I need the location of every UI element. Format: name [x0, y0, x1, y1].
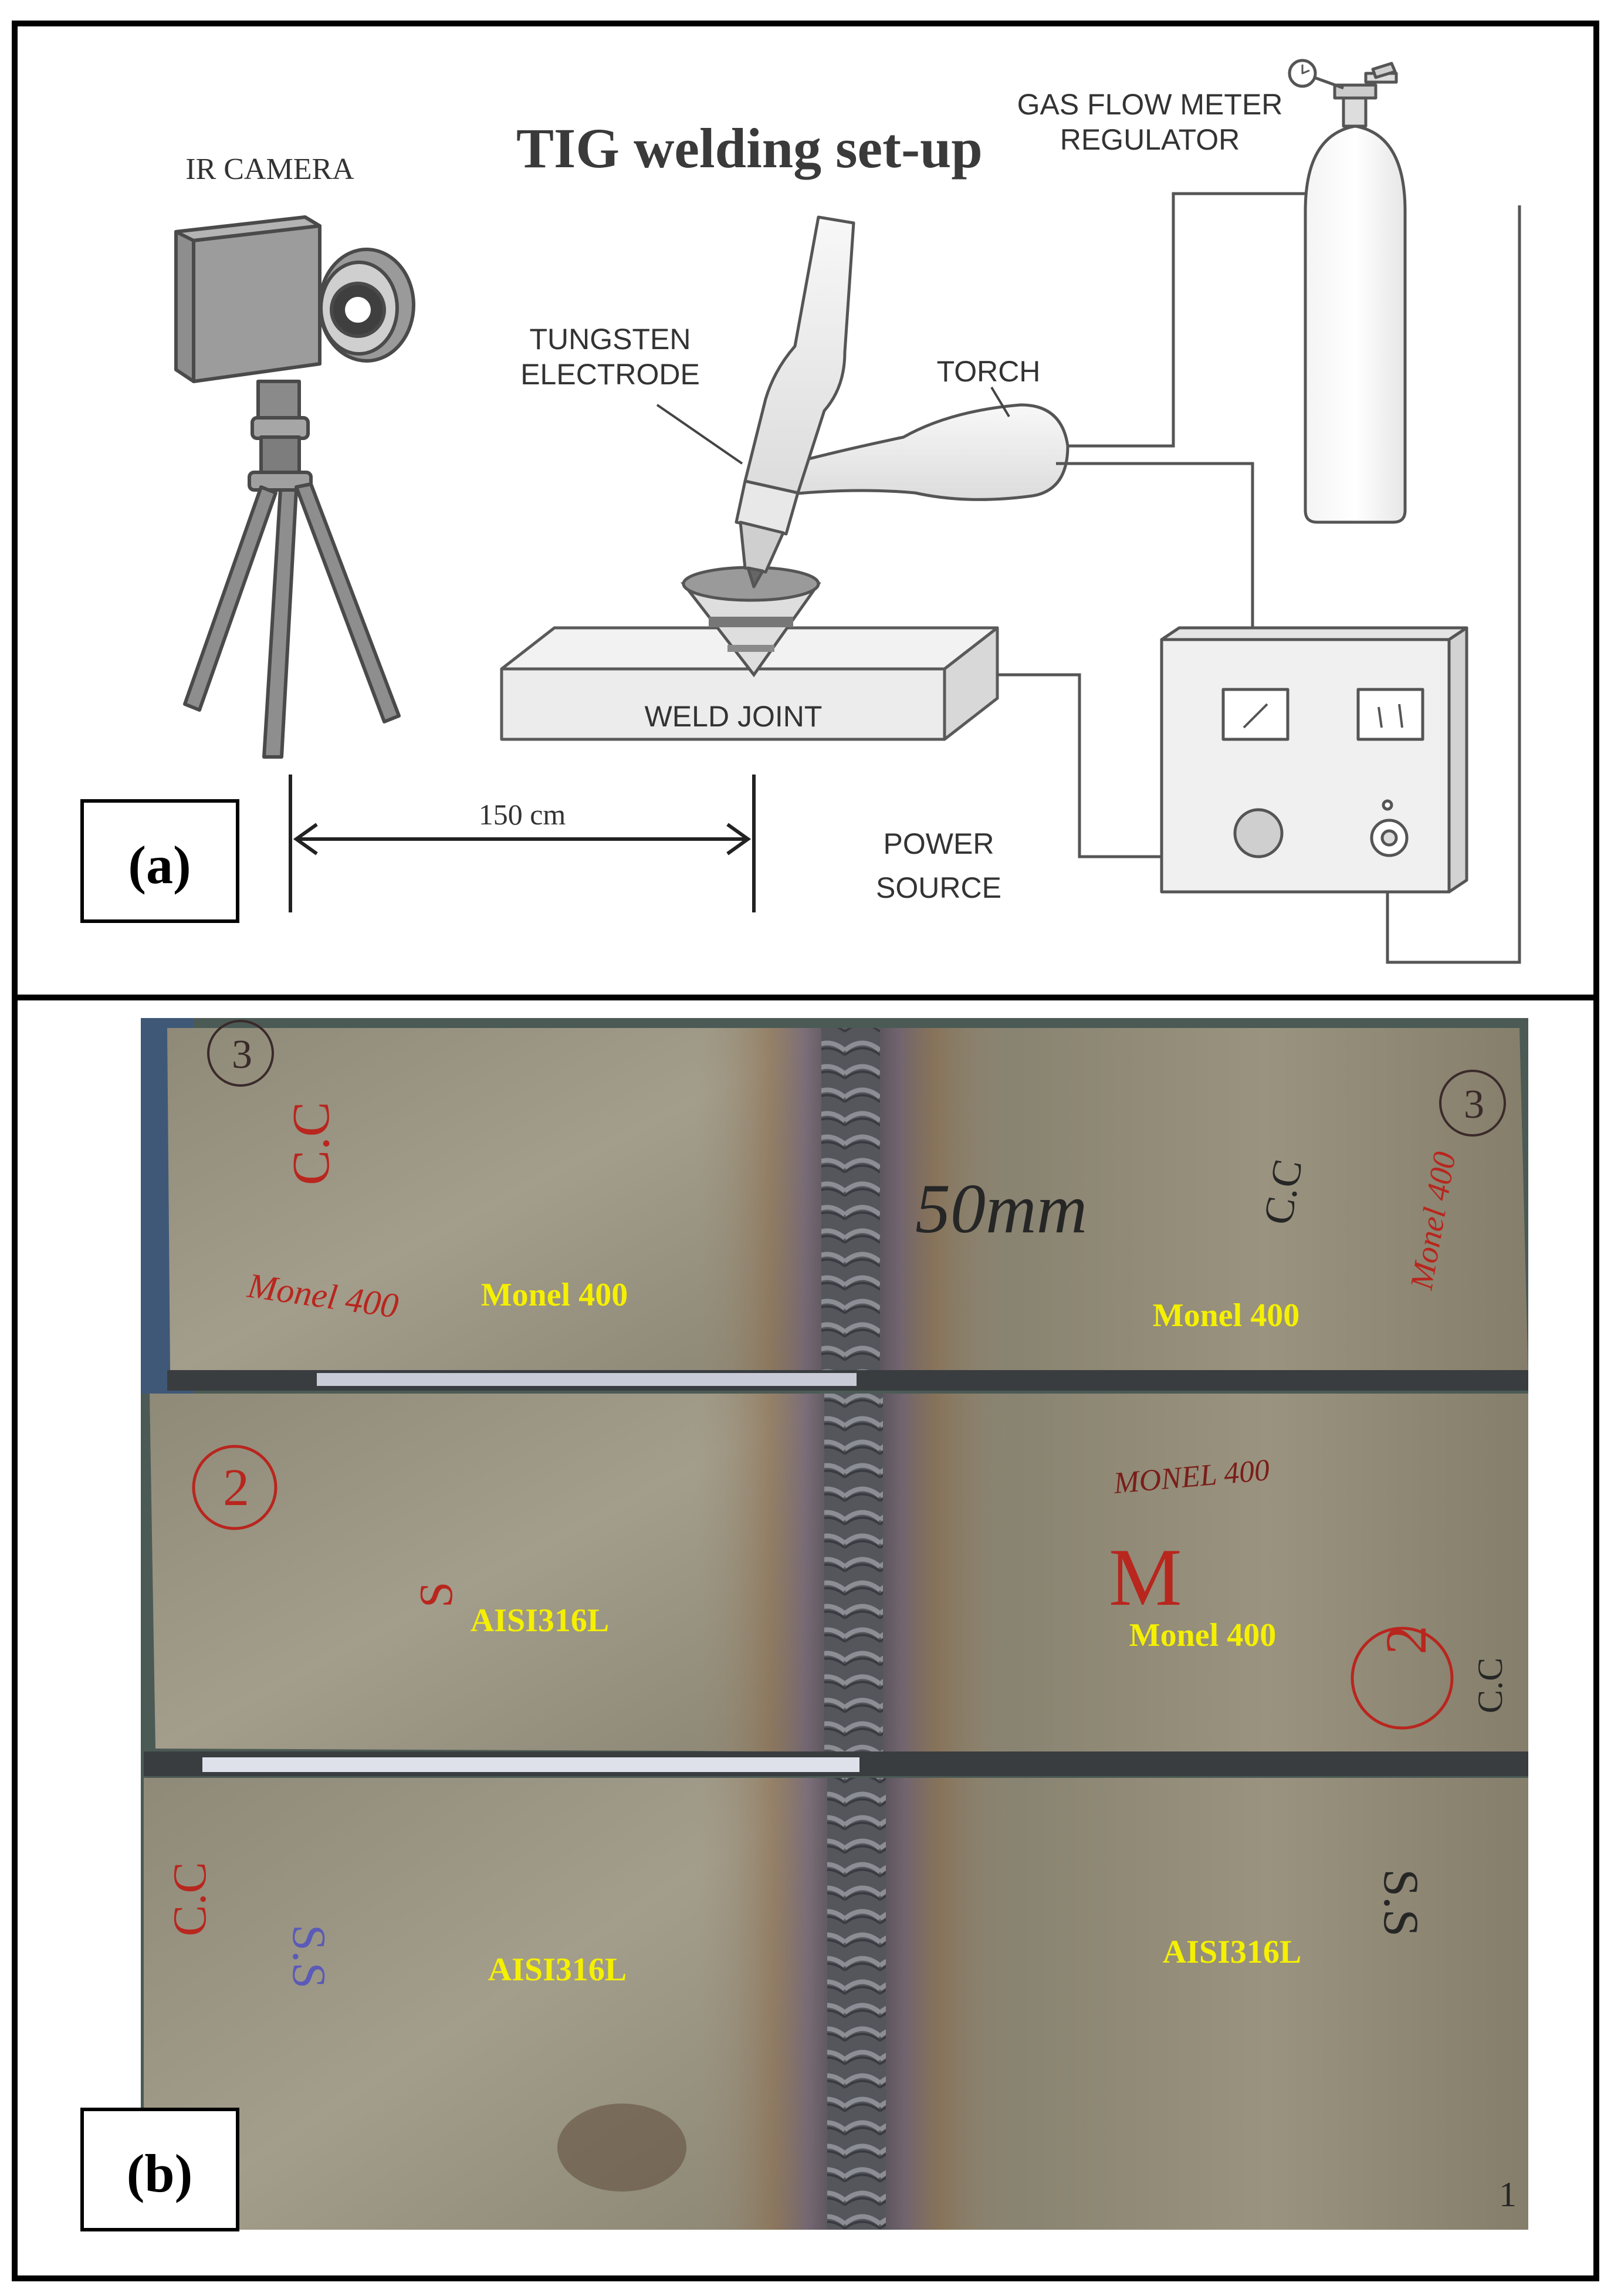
circle-mark — [192, 1445, 277, 1530]
gas-flow-label-line2: REGULATOR — [1060, 123, 1240, 156]
connection-lines — [997, 192, 1521, 964]
hw-p3-right-number: 1 — [1499, 2175, 1517, 2214]
power-source-label-line1: POWER — [884, 827, 994, 860]
panel-b: 3 C.C Monel 400 3 50mm C.C Monel 400 2 S… — [12, 995, 1599, 2281]
gas-flow-label-line1: GAS FLOW METER — [1017, 88, 1283, 121]
distance-label: 150 cm — [479, 798, 566, 831]
ir-camera-label: IR CAMERA — [185, 153, 354, 186]
electrode-pointer — [656, 404, 743, 465]
panel-a-label-box — [80, 799, 239, 923]
label-plate-1-left: Monel 400 — [481, 1277, 628, 1313]
ir-camera-icon — [174, 215, 415, 759]
plate-1-right — [871, 1028, 1528, 1379]
haz-2-left — [692, 1394, 833, 1751]
distance-dimension — [289, 775, 756, 912]
circle-mark — [207, 1020, 274, 1087]
circle-mark — [1439, 1070, 1506, 1137]
plate-row-3 — [144, 1778, 1528, 2230]
panel-title: TIG welding set-up — [516, 117, 983, 180]
plate-row-1 — [167, 1028, 1528, 1379]
power-source-icon — [1160, 626, 1468, 894]
panel-a-label: (a) — [128, 835, 191, 895]
hw-p2-left-number: 2 — [223, 1459, 249, 1517]
hw-p2-right-number: 2 — [1373, 1625, 1439, 1655]
panel-b-label-box — [80, 2108, 239, 2231]
hw-p1-left-cc: C.C — [282, 1101, 340, 1185]
label-plate-1-right: Monel 400 — [1153, 1297, 1299, 1334]
plate-2-left — [150, 1394, 833, 1751]
hw-p1-left-number: 3 — [232, 1032, 252, 1077]
panel-b-label: (b) — [127, 2143, 192, 2203]
haz-1-left — [692, 1028, 833, 1373]
weld-joint-label: WELD JOINT — [645, 700, 823, 733]
hw-p2-right-letter: M — [1109, 1532, 1182, 1623]
label-plate-2-left: AISI316L — [471, 1602, 610, 1639]
haz-2-right — [874, 1394, 1015, 1766]
haz-3-right — [877, 1778, 1018, 2230]
hw-p2-right-cc: C.C — [1471, 1658, 1510, 1713]
gap-strip-1 — [317, 1373, 857, 1386]
label-plate-2-right: Monel 400 — [1129, 1617, 1276, 1653]
hw-p1-right-number: 3 — [1464, 1082, 1484, 1127]
material-labels: Monel 400 Monel 400 AISI316L Monel 400 A… — [471, 1277, 1302, 1988]
weld-bead-2 — [824, 1394, 883, 1766]
arc-cone — [680, 566, 821, 678]
stain — [557, 2104, 686, 2192]
hw-p3-left-ss: S.S — [283, 1925, 334, 1989]
hw-p1-right-cc: C.C — [1255, 1156, 1311, 1228]
plate-1-left — [167, 1028, 833, 1373]
label-plate-3-right: AISI316L — [1163, 1934, 1302, 1970]
plate-2-right — [874, 1394, 1528, 1766]
hw-p1-right-mm: 50mm — [915, 1169, 1087, 1247]
gas-cylinder-icon — [1288, 59, 1407, 524]
haz-3-left — [695, 1778, 836, 2230]
haz-1-right — [871, 1028, 1012, 1379]
hw-p3-left-cc: C.C — [164, 1862, 216, 1936]
torch-pointer — [990, 386, 1010, 418]
weld-bead-3 — [827, 1778, 886, 2230]
plate-row-2 — [150, 1394, 1528, 1766]
hw-p2-left-letter: S — [411, 1582, 462, 1608]
weld-bead-1 — [821, 1028, 880, 1379]
plate-3-right — [877, 1778, 1528, 2230]
circle-mark — [1351, 1627, 1454, 1730]
label-plate-3-left: AISI316L — [488, 1952, 627, 1988]
tungsten-label-line1: TUNGSTEN — [530, 323, 691, 356]
torch-label: TORCH — [937, 355, 1041, 388]
tungsten-label-line2: ELECTRODE — [520, 358, 700, 391]
welding-torch-icon — [735, 215, 1070, 589]
power-source-label-line2: SOURCE — [876, 871, 1001, 904]
panel-a: TIG welding set-up IR CAMERA — [12, 21, 1599, 1000]
gap-strip-2 — [202, 1757, 859, 1772]
hw-p3-right-ss: S.S — [1373, 1869, 1429, 1937]
